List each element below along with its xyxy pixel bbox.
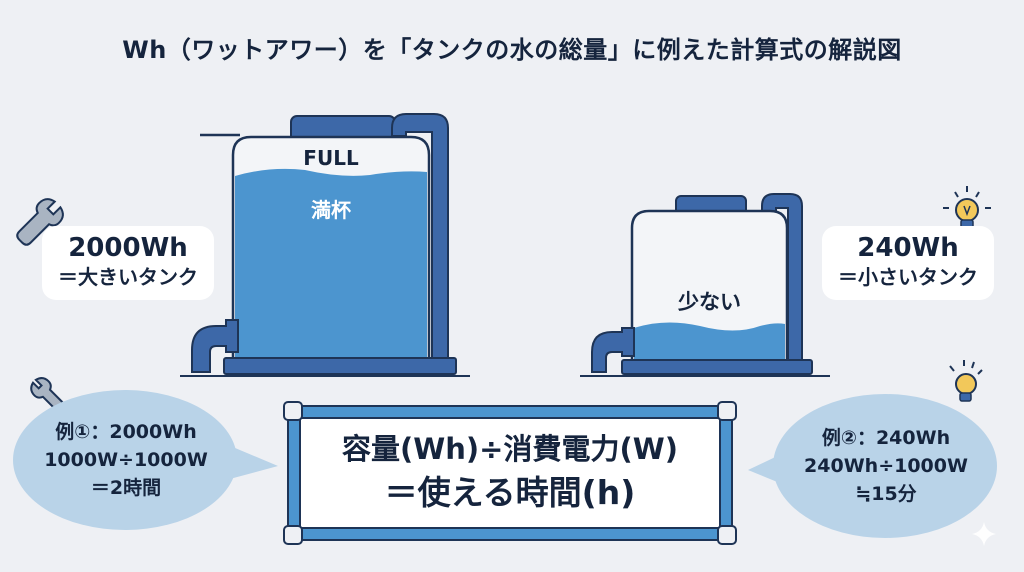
example2-line1: 例②：240Wh bbox=[821, 427, 951, 449]
formula-frame bbox=[283, 401, 737, 545]
example1-bubble bbox=[13, 390, 278, 530]
example2-bubble bbox=[748, 394, 997, 538]
example2-line2: 240Wh÷1000W bbox=[804, 455, 968, 477]
right-capacity-value: 240Wh bbox=[857, 233, 959, 263]
small-tank bbox=[580, 193, 830, 377]
formula-line1: 容量(Wh)÷消費電力(W) bbox=[342, 432, 678, 466]
formula-box: 容量(Wh)÷消費電力(W) ＝使える時間(h) bbox=[300, 416, 720, 534]
wrench-icon bbox=[16, 198, 64, 246]
example1-line3: ＝2時間 bbox=[90, 477, 162, 499]
example2-text: 例②：240Wh 240Wh÷1000W ≒15分 bbox=[780, 424, 992, 508]
example1-text: 例①：2000Wh 1000W÷1000W ＝2時間 bbox=[20, 418, 232, 502]
right-capacity-label: 240Wh ＝小さいタンク bbox=[822, 226, 994, 300]
left-capacity-value: 2000Wh bbox=[68, 233, 188, 263]
example1-line2: 1000W÷1000W bbox=[44, 449, 208, 471]
example2-line3: ≒15分 bbox=[855, 483, 917, 505]
page-title: Wh（ワットアワー）を「タンクの水の総量」に例えた計算式の解説図 bbox=[122, 36, 902, 64]
big-tank-full-label: FULL bbox=[303, 146, 359, 170]
left-capacity-label: 2000Wh ＝大きいタンク bbox=[42, 226, 214, 300]
big-tank-water-label: 満杯 bbox=[311, 198, 351, 222]
left-capacity-description: ＝大きいタンク bbox=[58, 265, 198, 289]
small-tank-water-label: 少ない bbox=[678, 290, 741, 314]
example1-line1: 例①：2000Wh bbox=[55, 421, 197, 443]
big-tank bbox=[180, 113, 470, 377]
formula-line2: ＝使える時間(h) bbox=[384, 473, 636, 512]
big-tank-inlet-pipe bbox=[191, 319, 239, 373]
right-capacity-description: ＝小さいタンク bbox=[838, 265, 978, 289]
lightbulb-icon bbox=[943, 186, 991, 230]
lightbulb-icon-2 bbox=[949, 360, 983, 402]
sparkle-icon bbox=[972, 522, 996, 546]
small-tank-inlet-pipe bbox=[591, 327, 635, 373]
